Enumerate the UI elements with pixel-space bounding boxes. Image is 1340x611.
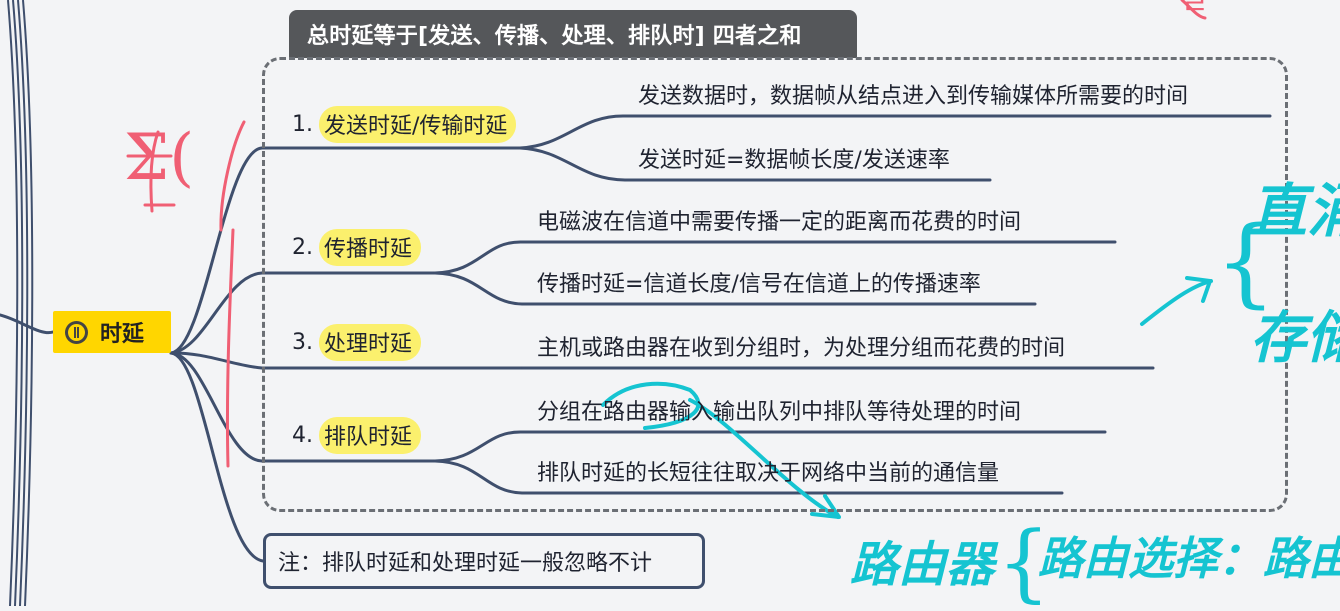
branch-highlight: 传播时延 bbox=[319, 229, 422, 266]
cyan-arrow-upper bbox=[1140, 279, 1213, 326]
branch-number: 2. bbox=[292, 235, 313, 260]
handwriting-store: 存储 bbox=[1250, 306, 1340, 371]
connector-branch-4 bbox=[169, 351, 264, 463]
branch-number: 1. bbox=[292, 112, 313, 137]
root-node[interactable]: 时延 bbox=[53, 311, 171, 353]
cyan-brace-lower: { bbox=[997, 513, 1051, 611]
detail-processing-definition[interactable]: 主机或路由器在收到分组时，为处理分组而花费的时间 bbox=[537, 336, 1066, 361]
connector-branch-1-detail-1 bbox=[518, 114, 1272, 150]
root-left-connector bbox=[0, 313, 55, 335]
branch-send-delay[interactable]: 1. 发送时延/传输时延 bbox=[292, 106, 517, 143]
connector-branch-2-detail-1 bbox=[433, 240, 1117, 275]
red-annotation-bracket bbox=[219, 120, 246, 232]
cyan-circle bbox=[601, 381, 701, 430]
red-handwriting-top: ㄹ bbox=[1181, 0, 1209, 22]
detail-send-formula[interactable]: 发送时延=数据帧长度/发送速率 bbox=[638, 148, 950, 173]
branch-highlight: 排队时延 bbox=[319, 417, 422, 454]
detail-propagation-formula[interactable]: 传播时延=信道长度/信号在信道上的传播速率 bbox=[537, 272, 981, 297]
detail-propagation-definition[interactable]: 电磁波在信道中需要传播一定的距离而花费的时间 bbox=[537, 210, 1022, 235]
cyan-brace-upper: { bbox=[1215, 206, 1277, 318]
connector-branch-4-detail-2 bbox=[433, 459, 1064, 495]
branch-queueing-delay[interactable]: 4. 排队时延 bbox=[292, 417, 422, 454]
detail-queueing-dependency[interactable]: 排队时延的长短往往取决于网络中当前的通信量 bbox=[537, 461, 1000, 486]
branch-processing-delay[interactable]: 3. 处理时延 bbox=[292, 324, 422, 361]
header-title: 总时延等于[发送、传播、处理、排队时] 四者之和 bbox=[307, 24, 802, 49]
connector-branch-1 bbox=[169, 146, 264, 355]
pause-icon bbox=[65, 320, 88, 344]
handwriting-router: 路由器 bbox=[850, 537, 995, 593]
cyan-arrow-upper-head bbox=[1185, 276, 1212, 303]
red-annotation-top-right bbox=[1180, 0, 1207, 20]
root-label: 时延 bbox=[100, 322, 145, 347]
left-edge-curve-3 bbox=[17, 0, 29, 606]
red-handwriting-left: Σ( bbox=[124, 121, 195, 195]
left-edge-curve-4 bbox=[22, 0, 34, 606]
connector-branch-4-detail-1 bbox=[433, 430, 1107, 463]
header-tab: 总时延等于[发送、传播、处理、排队时] 四者之和 bbox=[289, 10, 857, 58]
left-edge-curve-1 bbox=[7, 0, 19, 606]
connector-branch-2-detail-2 bbox=[433, 271, 1037, 306]
branch-highlight: 处理时延 bbox=[319, 324, 422, 361]
left-edge-curve-2 bbox=[12, 0, 24, 606]
branch-number: 3. bbox=[292, 330, 313, 355]
detail-queueing-definition[interactable]: 分组在路由器输入输出队列中排队等待处理的时间 bbox=[537, 400, 1022, 425]
cyan-arrow-lower-head bbox=[810, 494, 841, 519]
connector-branch-1-detail-2 bbox=[518, 146, 992, 182]
branch-propagation-delay[interactable]: 2. 传播时延 bbox=[292, 229, 422, 266]
note-box[interactable]: 注：排队时延和处理时延一般忽略不计 bbox=[263, 533, 705, 589]
connector-note bbox=[169, 351, 265, 563]
note-text: 注：排队时延和处理时延一般忽略不计 bbox=[278, 551, 653, 576]
handwriting-routing-selection: 路由选择：路由 bbox=[1038, 532, 1340, 585]
detail-send-definition[interactable]: 发送数据时，数据帧从结点进入到传输媒体所需要的时间 bbox=[638, 84, 1189, 109]
red-annotation-vertical bbox=[225, 228, 235, 468]
handwriting-direct: 直涌 bbox=[1249, 177, 1340, 245]
branch-number: 4. bbox=[292, 423, 313, 448]
branch-highlight: 发送时延/传输时延 bbox=[319, 106, 517, 143]
cyan-arrow-lower bbox=[688, 398, 840, 519]
connector-branch-2 bbox=[169, 271, 264, 355]
connector-branch-3 bbox=[169, 351, 264, 370]
